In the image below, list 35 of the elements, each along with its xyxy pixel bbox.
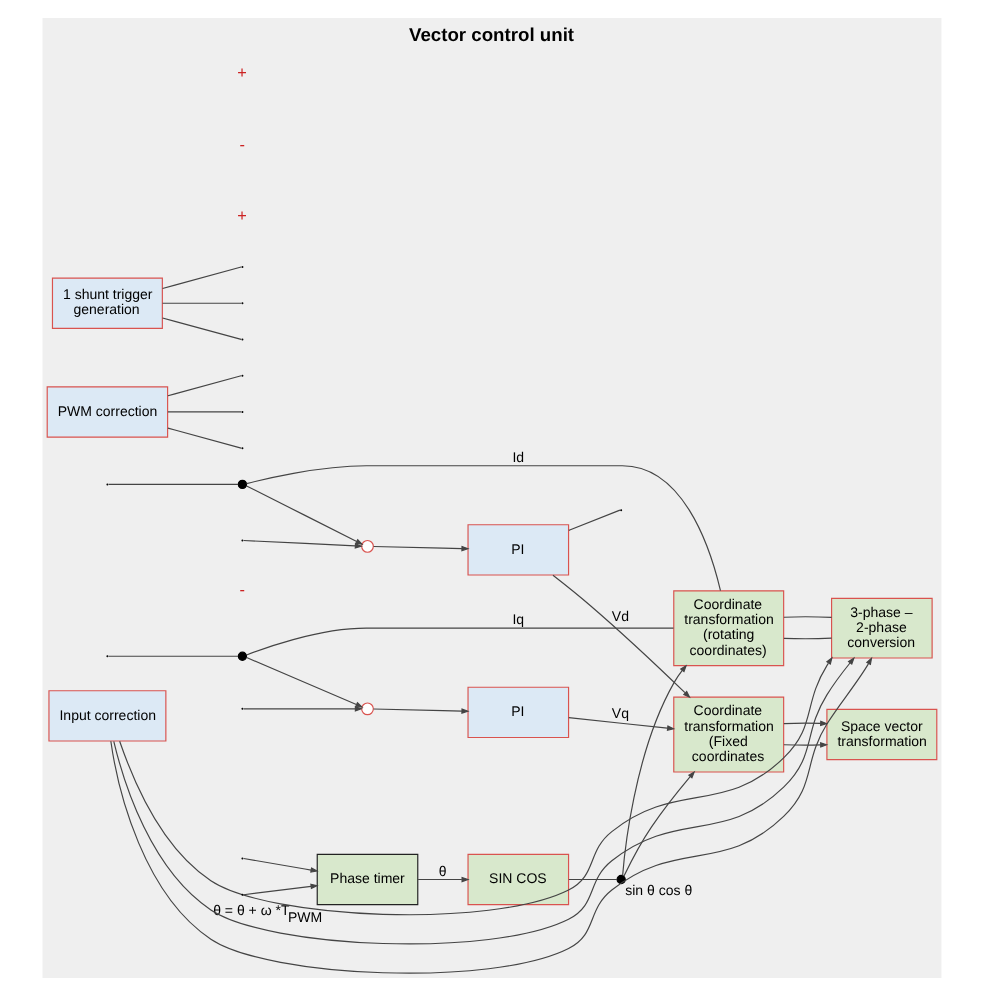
arrow	[243, 882, 319, 895]
connector	[246, 626, 675, 655]
connector	[167, 374, 242, 396]
arrow	[622, 663, 688, 876]
connector	[161, 265, 242, 289]
arrow	[373, 544, 470, 551]
arrow	[243, 700, 364, 711]
connector	[108, 482, 239, 484]
arrow	[373, 707, 470, 713]
node-circle	[361, 701, 374, 715]
connector	[161, 301, 242, 303]
connector	[568, 877, 618, 880]
connector	[167, 426, 242, 448]
arrow	[783, 741, 829, 747]
node-circle	[361, 538, 374, 552]
diagram-title: Vector control unit	[409, 24, 575, 45]
arrow	[568, 716, 676, 730]
node-circle	[237, 478, 248, 489]
arrow	[623, 769, 696, 876]
arrow	[552, 573, 691, 698]
connector	[568, 508, 621, 530]
node-circle	[616, 873, 626, 884]
arrow	[417, 875, 470, 882]
connector	[783, 636, 833, 639]
connector	[108, 654, 239, 656]
node-circle	[237, 650, 248, 660]
arrow	[246, 655, 364, 711]
connector	[783, 615, 833, 617]
arrow	[243, 856, 319, 872]
connector	[167, 410, 242, 412]
arrow	[246, 484, 364, 548]
connector	[246, 464, 722, 591]
arrow	[243, 537, 364, 548]
arrow	[783, 719, 829, 726]
connector	[161, 316, 242, 339]
